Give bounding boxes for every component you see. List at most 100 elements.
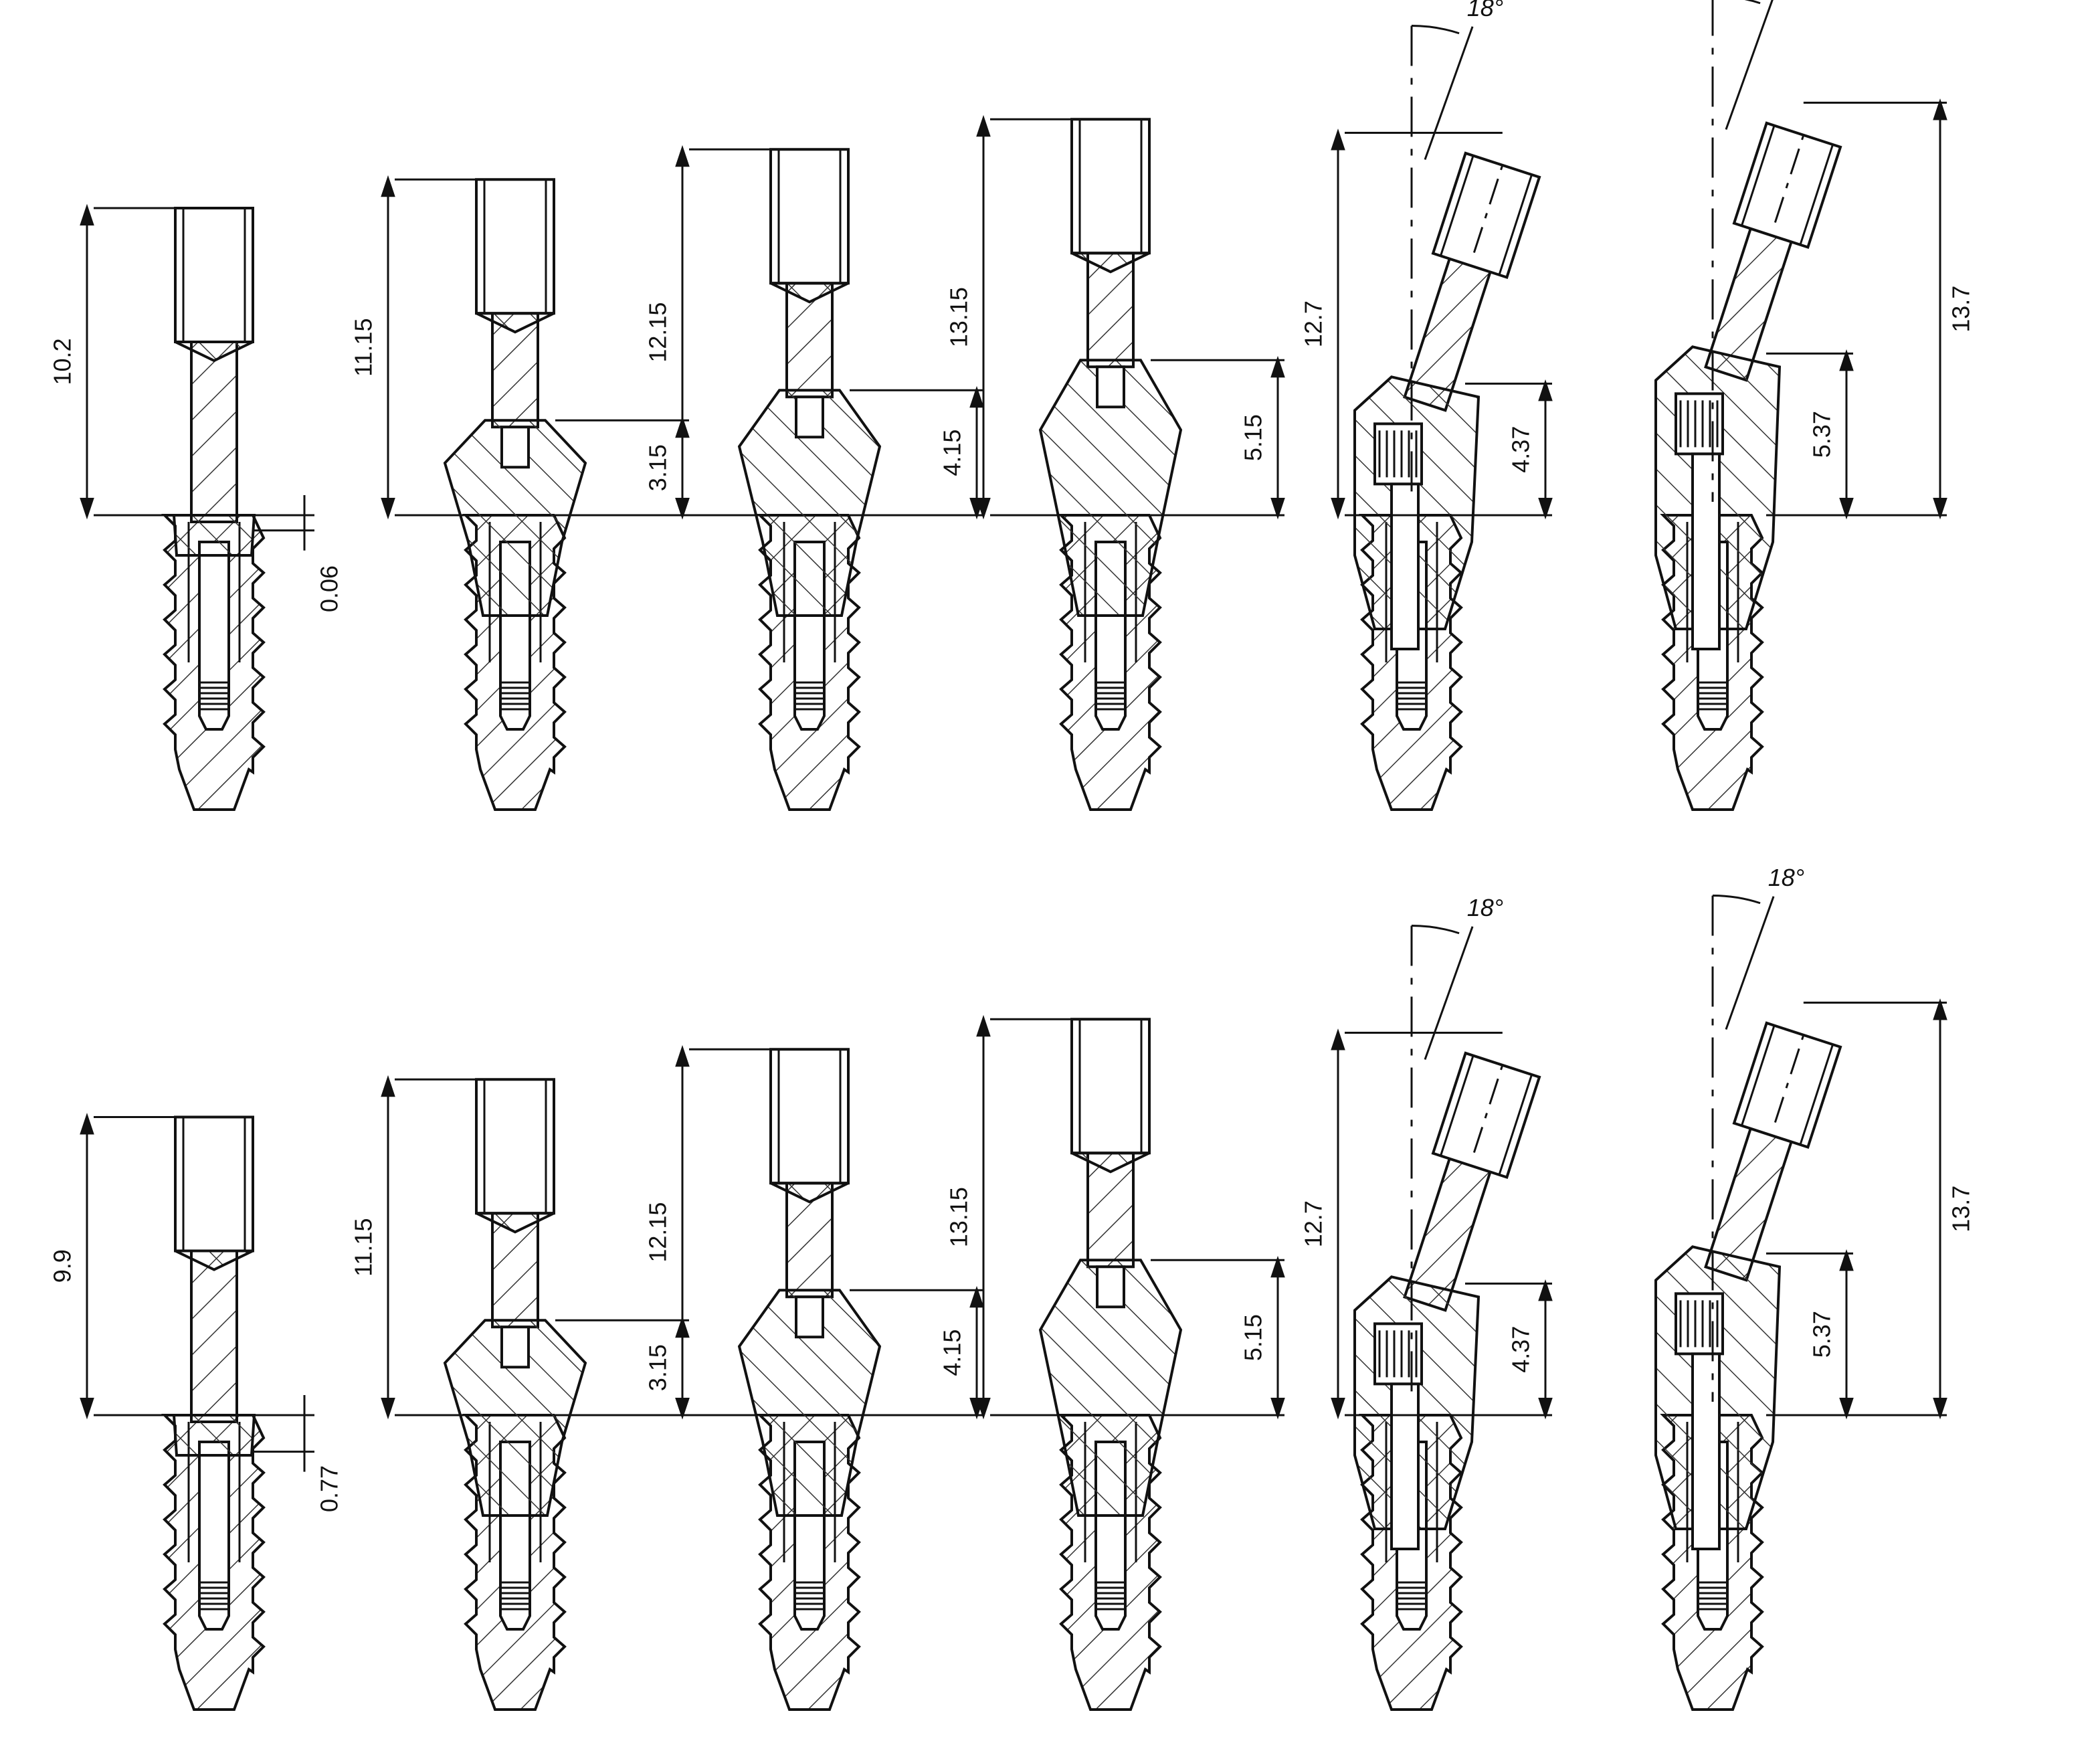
model-top-m3: 12.15 4.15 [644, 145, 984, 811]
height-dim-arrow [976, 114, 991, 137]
angle-leg [1725, 896, 1775, 1030]
collar-dim-label: 4.15 [939, 1329, 966, 1376]
abutment-shaft [190, 341, 238, 523]
tube-tip [1071, 1152, 1150, 1174]
height-dim-label: 10.2 [49, 338, 76, 385]
height-dim-arrow [80, 1398, 94, 1420]
collar-dim-arrow [1538, 1398, 1553, 1420]
offset-label: 0.06 [316, 565, 343, 612]
height-dim-arrow [675, 1044, 690, 1067]
angle-leg [1424, 26, 1474, 161]
height-dim-arrow [1933, 498, 1947, 520]
angle-label: 18° [1467, 894, 1503, 921]
height-dim-arrow [1331, 1028, 1345, 1050]
height-dim-label: 13.15 [945, 287, 973, 347]
screw-head [1373, 422, 1423, 486]
collar-dim-arrow [1270, 1398, 1285, 1420]
height-dim-label: 11.15 [350, 318, 377, 376]
abutment-collar [1038, 1259, 1183, 1517]
collar-socket [1096, 1265, 1125, 1309]
height-dim-arrow [80, 498, 94, 520]
angle-arc [1411, 25, 1460, 35]
collar-dim-arrow [1538, 1279, 1553, 1301]
abutment-collar [1038, 359, 1183, 617]
collar-dim-arrow [1538, 379, 1553, 401]
collar-dim-label: 4.15 [939, 430, 966, 476]
height-dim-arrow [381, 1398, 395, 1420]
model-top-m1: 10.2 0.06 [49, 203, 343, 811]
collar-socket [795, 395, 824, 439]
height-dim-label: 13.7 [1947, 286, 1975, 333]
angle-leg [1424, 926, 1474, 1061]
height-dim-label: 12.15 [644, 302, 672, 363]
angled-screw [1691, 452, 1721, 650]
height-dim-arrow [80, 203, 94, 225]
height-dim-arrow [976, 1014, 991, 1037]
height-dim-arrow [1933, 1398, 1947, 1420]
collar-dim-arrow [1270, 498, 1285, 520]
height-dim-label: 12.7 [1300, 1200, 1327, 1247]
abutment-tube [174, 1115, 254, 1253]
offset-label: 0.77 [316, 1465, 343, 1512]
abutment-shaft [190, 1249, 238, 1423]
collar-dim-arrow [1538, 498, 1553, 520]
tube-wall [1440, 1055, 1474, 1156]
collar-socket [500, 426, 530, 469]
abutment-tube [475, 1078, 555, 1215]
abutment-tube [174, 207, 254, 343]
height-dim-arrow [80, 1113, 94, 1135]
abutment-collar [737, 1289, 882, 1517]
height-dim-arrow [381, 498, 395, 520]
collar-socket [795, 1295, 824, 1339]
collar-dim-arrow [1839, 349, 1854, 371]
height-dim-label: 9.9 [49, 1249, 76, 1283]
height-dim-label: 11.15 [350, 1218, 377, 1276]
height-dim-arrow [675, 498, 690, 520]
collar-dim-label: 4.37 [1507, 426, 1535, 473]
tube-wall [1799, 1044, 1834, 1145]
abutment-collar [172, 1414, 256, 1457]
abutment-tube [475, 178, 555, 315]
tube-tip [770, 1182, 849, 1204]
angle-arc [1712, 895, 1761, 905]
tube-wall [1799, 144, 1834, 246]
angle-arc [1744, 0, 1761, 5]
abutment-collar [737, 389, 882, 617]
collar-dim-label: 5.37 [1808, 1311, 1836, 1358]
collar-dim-label: 3.15 [644, 1344, 672, 1391]
collar-dim-arrow [1270, 355, 1285, 378]
collar-socket [500, 1325, 530, 1369]
abutment-collar [172, 514, 256, 557]
model-bottom-m3: 12.15 4.15 [644, 1044, 984, 1711]
model-bottom-m4: 13.155.15 [945, 1014, 1285, 1711]
tube-wall [1440, 155, 1474, 256]
angle-arc [1411, 925, 1460, 935]
tube-wall [1741, 125, 1776, 226]
height-dim-arrow [381, 1075, 395, 1097]
collar-socket [1096, 365, 1125, 409]
tube-tip [476, 1212, 555, 1234]
collar-dim-label: 5.37 [1808, 411, 1836, 458]
tube-centerline [1472, 165, 1504, 254]
collar-dim-arrow [1839, 498, 1854, 520]
height-dim-label: 12.15 [644, 1202, 672, 1263]
collar-dim-label: 3.15 [644, 444, 672, 491]
height-dim-arrow [675, 1398, 690, 1420]
abutment-collar [443, 1319, 587, 1517]
collar-dim-arrow [1839, 1398, 1854, 1420]
height-dim-arrow [675, 145, 690, 167]
collar-dim-arrow [1839, 1249, 1854, 1271]
tube-wall [1498, 174, 1533, 276]
collar-dim-arrow [1270, 1255, 1285, 1278]
tube-centerline [1774, 1034, 1805, 1123]
model-top-m2: 11.15 3.15 [350, 175, 690, 811]
collar-dim-label: 5.15 [1240, 1314, 1267, 1361]
height-dim-arrow [1331, 1398, 1345, 1420]
model-bottom-m2: 11.15 3.15 [350, 1075, 690, 1711]
height-dim-arrow [1331, 128, 1345, 151]
height-dim-arrow [1331, 498, 1345, 520]
